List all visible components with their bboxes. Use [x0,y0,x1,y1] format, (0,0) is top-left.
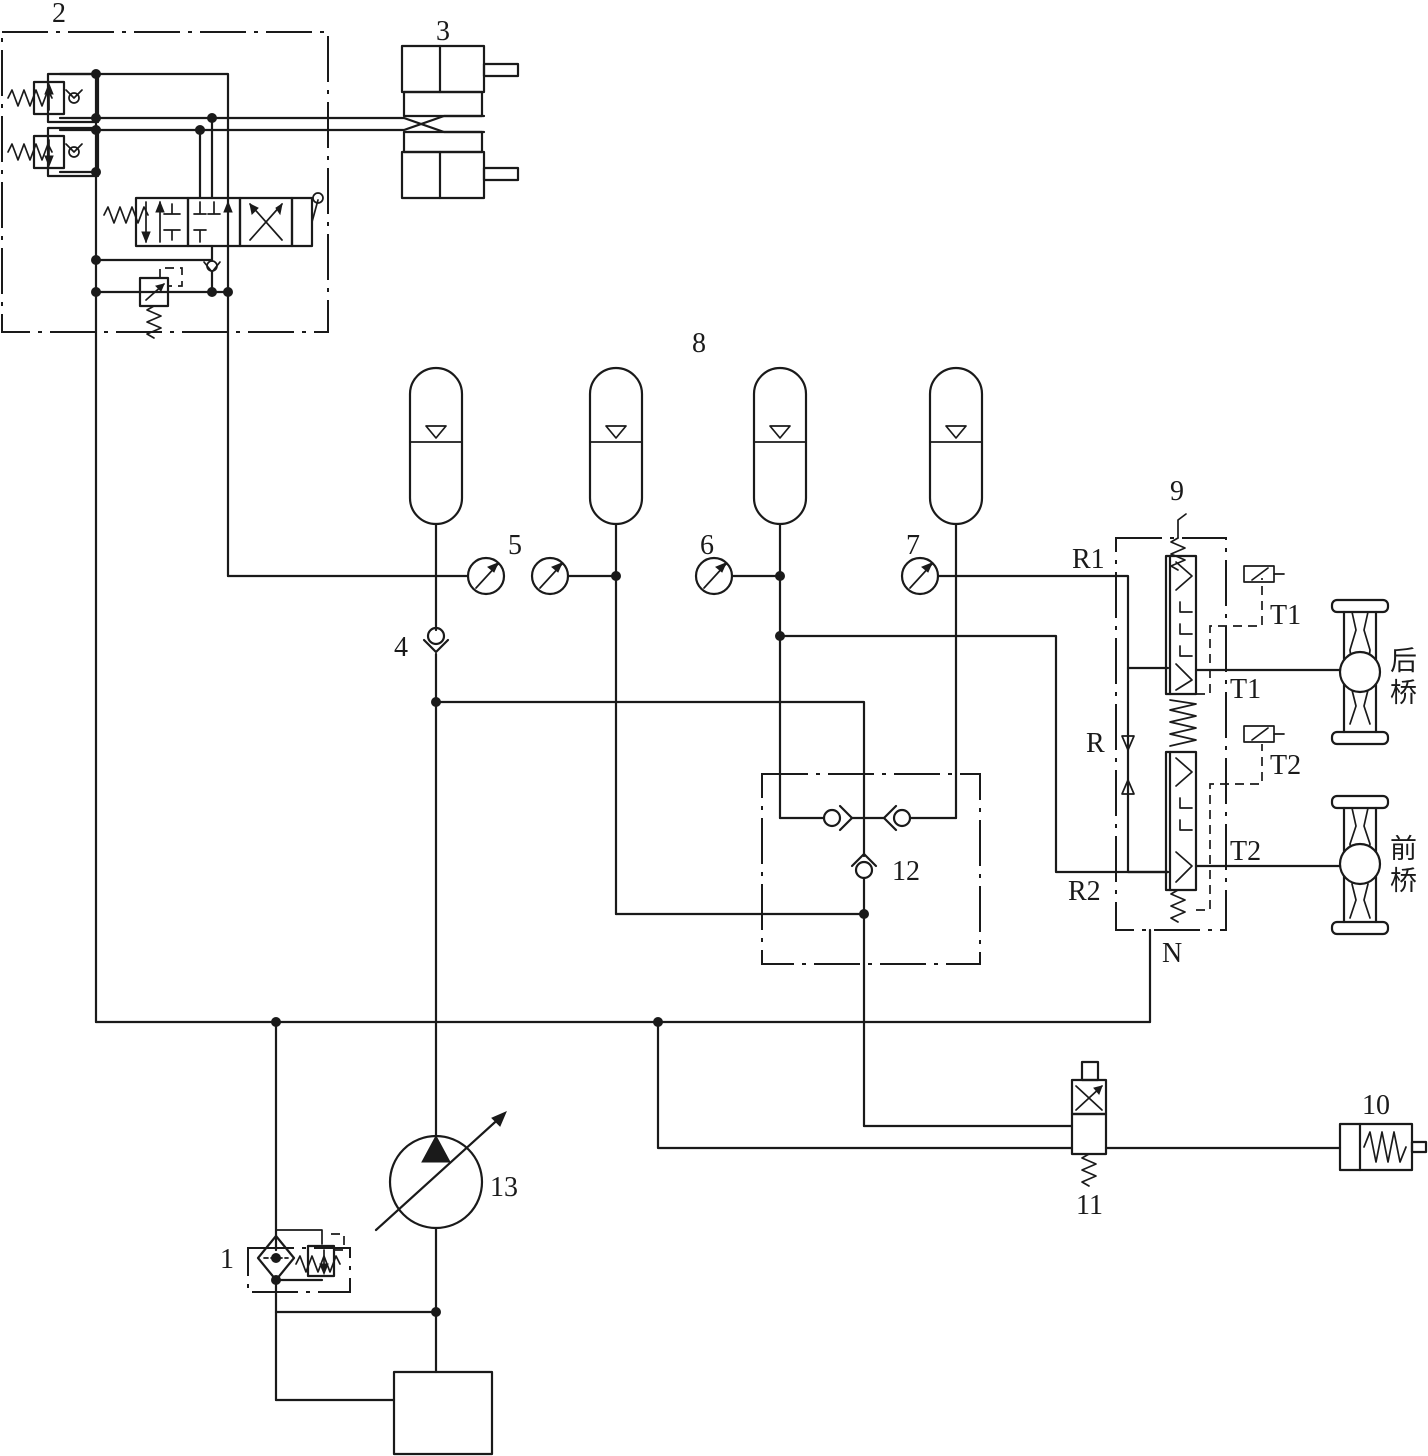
label-rear-axle-2: 桥 [1390,678,1417,709]
valve-block-2 [1,31,329,1024]
label-t1-top: T1 [1270,600,1301,631]
label-9: 9 [1170,476,1184,507]
directional-control-valve [103,192,324,248]
label-10: 10 [1362,1090,1390,1121]
pressure-gauge-7 [900,556,940,596]
steering-cylinders-3 [400,44,520,200]
relief-valve-lower [7,126,100,178]
relief-valve-upper [7,72,100,124]
accumulator-4 [928,366,984,526]
front-axle-brake [1330,794,1390,936]
accumulators-8 [408,366,984,526]
label-12: 12 [892,856,920,887]
label-r1: R1 [1072,544,1105,575]
variable-pump-13 [374,1111,507,1374]
label-2: 2 [52,0,66,29]
accumulator-3 [752,366,808,526]
pressure-gauge-5a [466,556,506,596]
return-filter-1 [247,1229,351,1402]
label-t2-bottom: T2 [1230,836,1261,867]
label-6: 6 [700,530,714,561]
label-4: 4 [394,632,408,663]
label-front-axle-2: 桥 [1390,866,1417,897]
pressure-gauge-6 [694,556,734,596]
label-t1-bottom: T1 [1230,674,1261,705]
hydraulic-tank [392,1370,494,1456]
shuttle-valve-12 [761,773,981,1128]
label-r: R [1086,728,1105,759]
check-valve-4 [422,626,450,654]
label-n: N [1162,938,1182,969]
label-8: 8 [692,328,706,359]
pressure-gauge-5b [530,556,570,596]
label-1: 1 [220,1244,234,1275]
rear-axle-brake [1330,598,1390,746]
label-7: 7 [906,530,920,561]
label-r2: R2 [1068,876,1101,907]
label-13: 13 [490,1172,518,1203]
labels: 2 3 8 5 6 7 4 9 R1 T1 T1 R T2 T2 R2 N 12… [52,0,1417,1275]
label-3: 3 [436,16,450,47]
label-rear-axle-1: 后 [1390,646,1417,677]
label-t2-top: T2 [1270,750,1301,781]
check-valve-small [203,260,221,273]
junction-dots [271,571,869,1317]
solenoid-valve-11 [1070,1060,1108,1187]
label-front-axle-1: 前 [1390,834,1417,865]
spring-brake-cylinder-10 [1338,1122,1428,1172]
brake-valve-9 [1115,513,1285,1024]
relief-valve-main [138,267,183,339]
label-11: 11 [1076,1190,1103,1221]
label-5: 5 [508,530,522,561]
accumulator-1 [408,366,464,526]
accumulator-2 [588,366,644,526]
